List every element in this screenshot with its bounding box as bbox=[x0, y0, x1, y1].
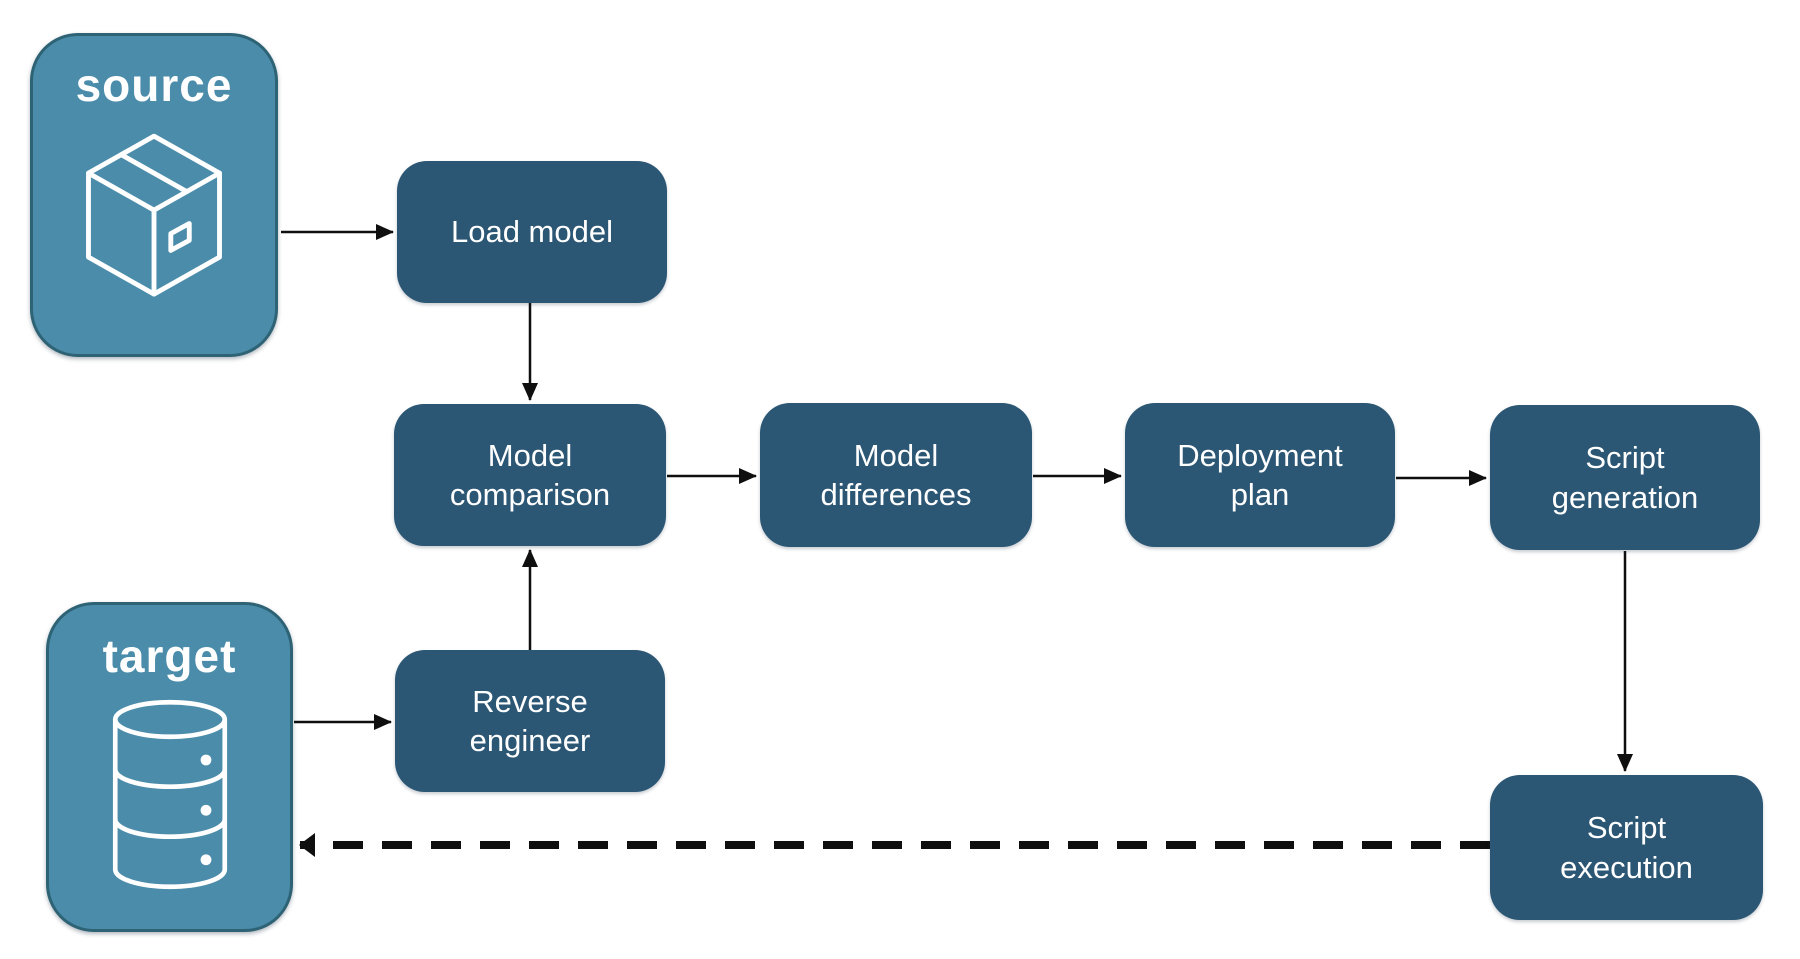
node-script-execution-label: Script execution bbox=[1560, 810, 1693, 885]
database-icon bbox=[112, 699, 227, 890]
node-model-differences-label: Model differences bbox=[820, 437, 972, 512]
endpoint-target: target bbox=[46, 602, 293, 932]
node-reverse-engineer-label: Reverse engineer bbox=[469, 683, 591, 758]
node-model-comparison-label: Model comparison bbox=[449, 437, 611, 512]
source-label: source bbox=[75, 59, 233, 111]
endpoint-source: source bbox=[30, 33, 278, 357]
package-icon bbox=[86, 133, 222, 297]
node-reverse-engineer: Reverse engineer bbox=[395, 650, 665, 792]
node-script-execution: Script execution bbox=[1490, 775, 1763, 920]
node-script-generation-label: Script generation bbox=[1551, 440, 1699, 515]
node-script-generation: Script generation bbox=[1490, 405, 1760, 550]
node-deployment-plan: Deployment plan bbox=[1125, 403, 1395, 547]
target-label: target bbox=[102, 630, 237, 682]
node-model-comparison: Model comparison bbox=[394, 404, 666, 546]
node-model-differences: Model differences bbox=[760, 403, 1032, 547]
node-deployment-plan-label: Deployment plan bbox=[1177, 437, 1343, 512]
node-load-model-label: Load model bbox=[450, 214, 613, 250]
node-load-model: Load model bbox=[397, 161, 667, 303]
